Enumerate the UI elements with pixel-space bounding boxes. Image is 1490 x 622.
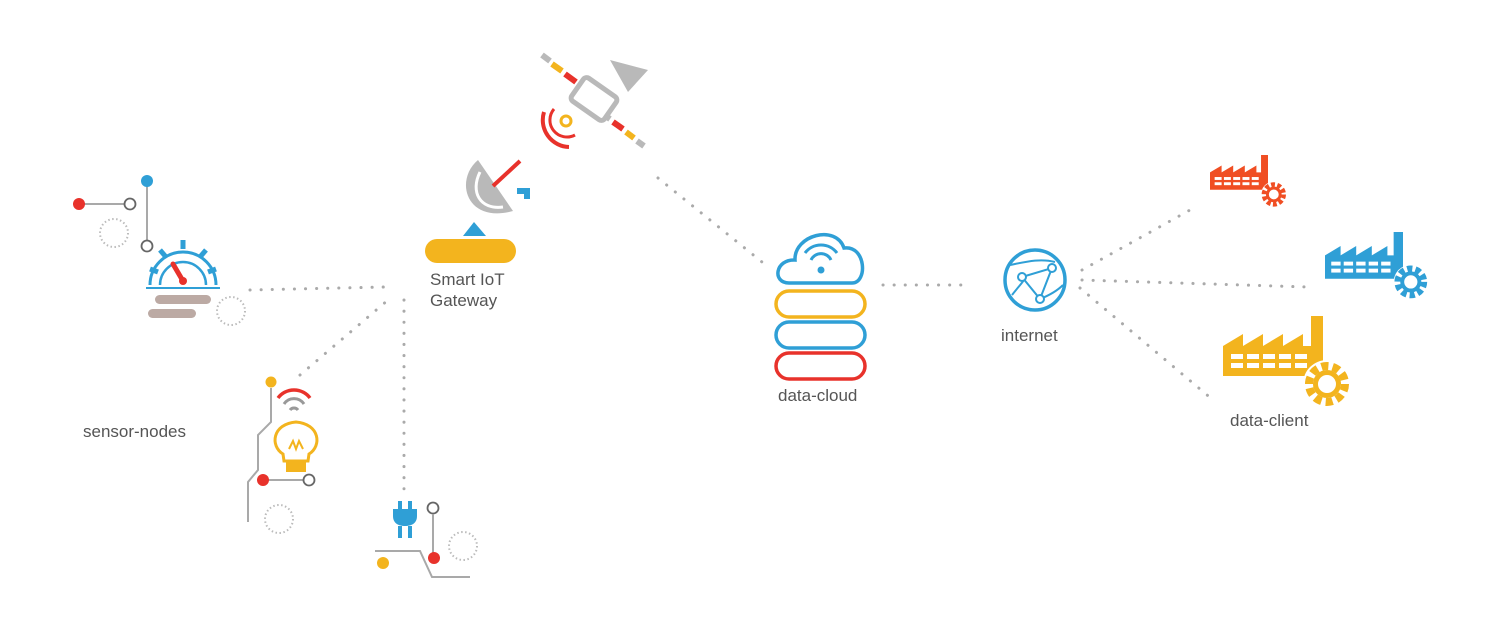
sensor-nodes-label: sensor-nodes <box>83 422 187 441</box>
connector-internet-to-client-middle <box>1080 278 1310 289</box>
lightbulb-icon <box>247 376 319 534</box>
gauge-gear-icon <box>146 240 246 326</box>
internet-label: internet <box>1001 326 1058 345</box>
circuit-icon <box>73 175 154 253</box>
factory-icon <box>1210 155 1287 208</box>
connector-bulb-to-hub <box>298 298 390 377</box>
connector-satellite-to-cloud <box>656 176 764 264</box>
factory-icon <box>1223 316 1351 408</box>
gateway-label-line1: Smart IoT <box>430 270 505 289</box>
wifi-signal-icon <box>276 388 312 412</box>
connector-internet-to-client-top <box>1080 208 1192 272</box>
globe-network-icon <box>1003 248 1067 312</box>
satellite-icon <box>540 52 648 149</box>
factory-icon <box>1325 232 1428 300</box>
cloud-wifi-icon <box>776 232 865 285</box>
satellite-dish-icon <box>425 159 530 263</box>
gateway-label-line2: Gateway <box>430 291 498 310</box>
server-stack-icon <box>774 289 867 381</box>
connector-lines <box>248 176 1310 494</box>
data-cloud-label: data-cloud <box>778 386 858 405</box>
plug-icon <box>375 501 478 578</box>
data-client-label: data-client <box>1230 411 1309 430</box>
connector-gauge-to-hub <box>248 285 387 292</box>
connector-internet-to-client-bottom <box>1078 286 1215 402</box>
